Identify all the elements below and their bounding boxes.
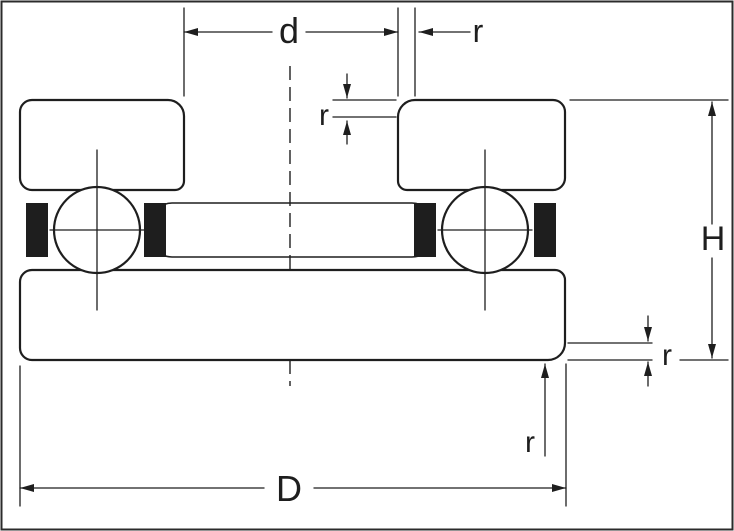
dim-label-r-side: r xyxy=(662,339,672,372)
cage-block-left-inner xyxy=(144,203,166,257)
cage-ring-outline xyxy=(151,202,433,258)
bearing-body xyxy=(18,98,567,362)
dim-label-D: D xyxy=(276,468,302,509)
cage-block-left-outer xyxy=(26,203,48,257)
dimension-labels: d r r H r r D xyxy=(276,10,725,509)
dim-label-r-bottom: r xyxy=(525,426,535,459)
cage-block-right-inner xyxy=(414,203,436,257)
dim-label-d: d xyxy=(279,10,299,51)
bottom-washer-section xyxy=(18,268,567,362)
dim-label-H: H xyxy=(701,220,726,258)
cage-block-right-outer xyxy=(534,203,556,257)
cage-section-blocks xyxy=(26,203,556,257)
dim-label-r-top: r xyxy=(473,13,484,49)
dimension-lines xyxy=(19,7,729,507)
top-washer-left-section xyxy=(18,98,186,192)
dim-label-r-bore: r xyxy=(319,99,329,132)
top-washer-right-section xyxy=(396,98,567,192)
